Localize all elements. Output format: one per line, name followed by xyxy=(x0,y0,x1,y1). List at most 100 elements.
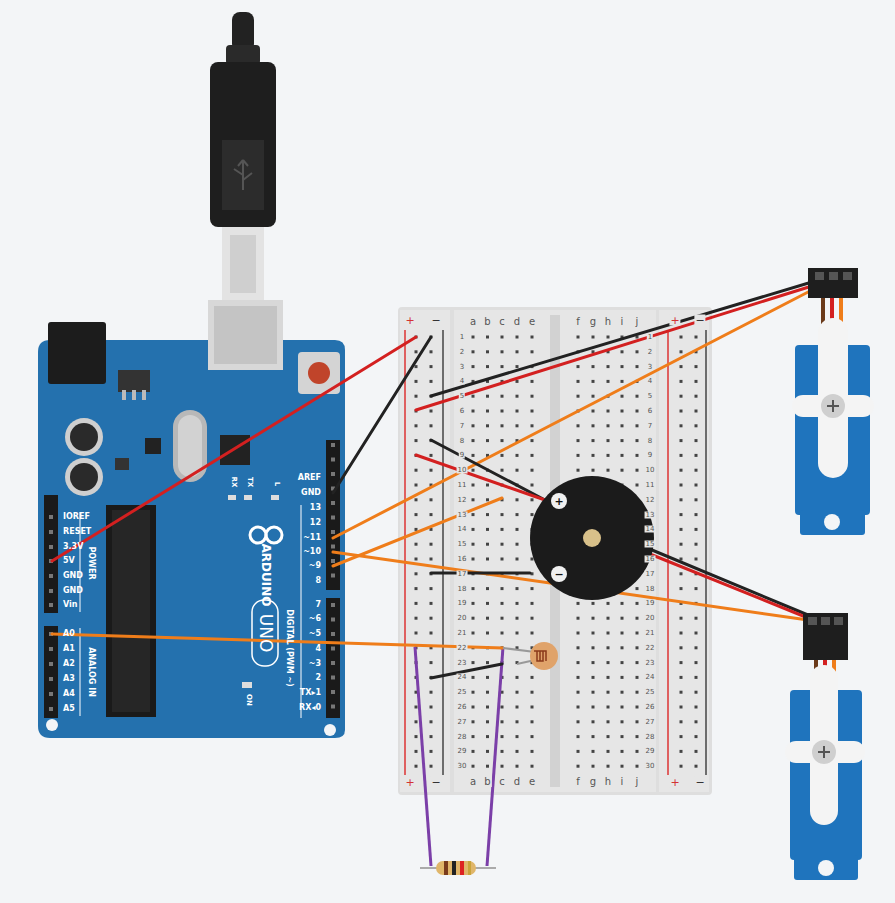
breadboard-index: 12 xyxy=(645,496,656,503)
arduino-uno-board xyxy=(115,458,129,470)
breadboard-hole xyxy=(531,691,534,694)
resistor-symbol xyxy=(487,647,503,866)
arduino-uno-board xyxy=(112,510,150,712)
board-label: POWER xyxy=(87,546,95,579)
breadboard-hole xyxy=(516,365,519,368)
breadboard-hole xyxy=(486,632,489,635)
breadboard-hole xyxy=(695,439,698,442)
header-pin xyxy=(49,677,53,681)
breadboard-index: 11 xyxy=(645,482,656,489)
breadboard-hole xyxy=(592,735,595,738)
breadboard-hole xyxy=(415,765,418,768)
photoresistor xyxy=(534,651,546,661)
breadboard-index: 27 xyxy=(457,718,468,725)
pin-label: 3.3V xyxy=(63,543,83,551)
breadboard-hole xyxy=(415,735,418,738)
breadboard-hole xyxy=(486,336,489,339)
resistor-symbol xyxy=(452,861,456,875)
breadboard-hole xyxy=(472,587,475,590)
servo-motor xyxy=(808,268,858,298)
breadboard-hole xyxy=(430,706,433,709)
breadboard-hole xyxy=(621,735,624,738)
header-pin xyxy=(331,690,335,694)
pin-label: A4 xyxy=(63,690,75,698)
breadboard-hole xyxy=(516,691,519,694)
pin-label: Vin xyxy=(63,601,78,609)
column-letter: i xyxy=(620,317,625,327)
breadboard-hole xyxy=(415,632,418,635)
pin-label: 4 xyxy=(315,645,321,653)
column-letter: g xyxy=(589,777,597,787)
servo-motor xyxy=(792,395,874,417)
breadboard-hole xyxy=(472,706,475,709)
breadboard-hole xyxy=(430,750,433,753)
breadboard-hole xyxy=(695,484,698,487)
breadboard-hole xyxy=(695,528,698,531)
breadboard-hole xyxy=(516,380,519,383)
breadboard-hole xyxy=(430,424,433,427)
breadboard-hole xyxy=(472,543,475,546)
breadboard-hole xyxy=(516,410,519,413)
breadboard-hole xyxy=(472,336,475,339)
breadboard-hole xyxy=(636,439,639,442)
arduino-uno-board xyxy=(145,438,161,454)
breadboard-hole xyxy=(695,454,698,457)
breadboard-hole xyxy=(472,750,475,753)
header-pin xyxy=(331,632,335,636)
servo-motor xyxy=(800,510,865,535)
breadboard-hole xyxy=(592,424,595,427)
breadboard-hole xyxy=(415,513,418,516)
breadboard-hole xyxy=(486,617,489,620)
breadboard-hole xyxy=(680,735,683,738)
column-letter: b xyxy=(483,777,491,787)
breadboard-hole xyxy=(636,661,639,664)
breadboard-index: 13 xyxy=(457,511,468,518)
breadboard-hole xyxy=(501,410,504,413)
servo-motor xyxy=(785,613,865,880)
breadboard-hole xyxy=(415,543,418,546)
breadboard-hole xyxy=(577,646,580,649)
breadboard-hole xyxy=(486,558,489,561)
breadboard-index: 26 xyxy=(645,704,656,711)
servo-motor xyxy=(834,617,843,625)
breadboard-hole xyxy=(486,365,489,368)
pin-label: ~5 xyxy=(309,630,321,638)
breadboard-hole xyxy=(695,513,698,516)
breadboard-hole xyxy=(415,558,418,561)
arduino-uno-board xyxy=(70,423,98,451)
breadboard-hole xyxy=(516,720,519,723)
breadboard-index: 21 xyxy=(645,630,656,637)
breadboard-hole xyxy=(680,410,683,413)
breadboard-index: 30 xyxy=(645,763,656,770)
breadboard-hole xyxy=(531,380,534,383)
breadboard-hole xyxy=(680,691,683,694)
arduino-uno-board xyxy=(106,505,156,717)
breadboard-index: 22 xyxy=(457,644,468,651)
breadboard-hole xyxy=(680,484,683,487)
breadboard-hole xyxy=(486,513,489,516)
breadboard-hole xyxy=(472,365,475,368)
breadboard-hole xyxy=(501,336,504,339)
breadboard-hole xyxy=(486,498,489,501)
breadboard-hole xyxy=(516,765,519,768)
photoresistor xyxy=(503,648,535,652)
arduino-uno-board xyxy=(118,370,150,392)
pin-label: 13 xyxy=(310,504,321,512)
breadboard-hole xyxy=(695,424,698,427)
breadboard-index: 6 xyxy=(459,408,465,415)
pin-label: ~11 xyxy=(303,534,321,542)
breadboard-index: 30 xyxy=(457,763,468,770)
breadboard-hole xyxy=(430,558,433,561)
breadboard-hole xyxy=(415,572,418,575)
breadboard-hole xyxy=(516,632,519,635)
photoresistor xyxy=(503,642,558,670)
breadboard-hole xyxy=(531,484,534,487)
breadboard-hole xyxy=(636,365,639,368)
breadboard-hole xyxy=(577,454,580,457)
breadboard-index: 9 xyxy=(459,452,465,459)
breadboard-hole xyxy=(430,410,433,413)
column-letter: c xyxy=(498,777,506,787)
breadboard-index: 25 xyxy=(457,689,468,696)
breadboard-hole xyxy=(695,632,698,635)
